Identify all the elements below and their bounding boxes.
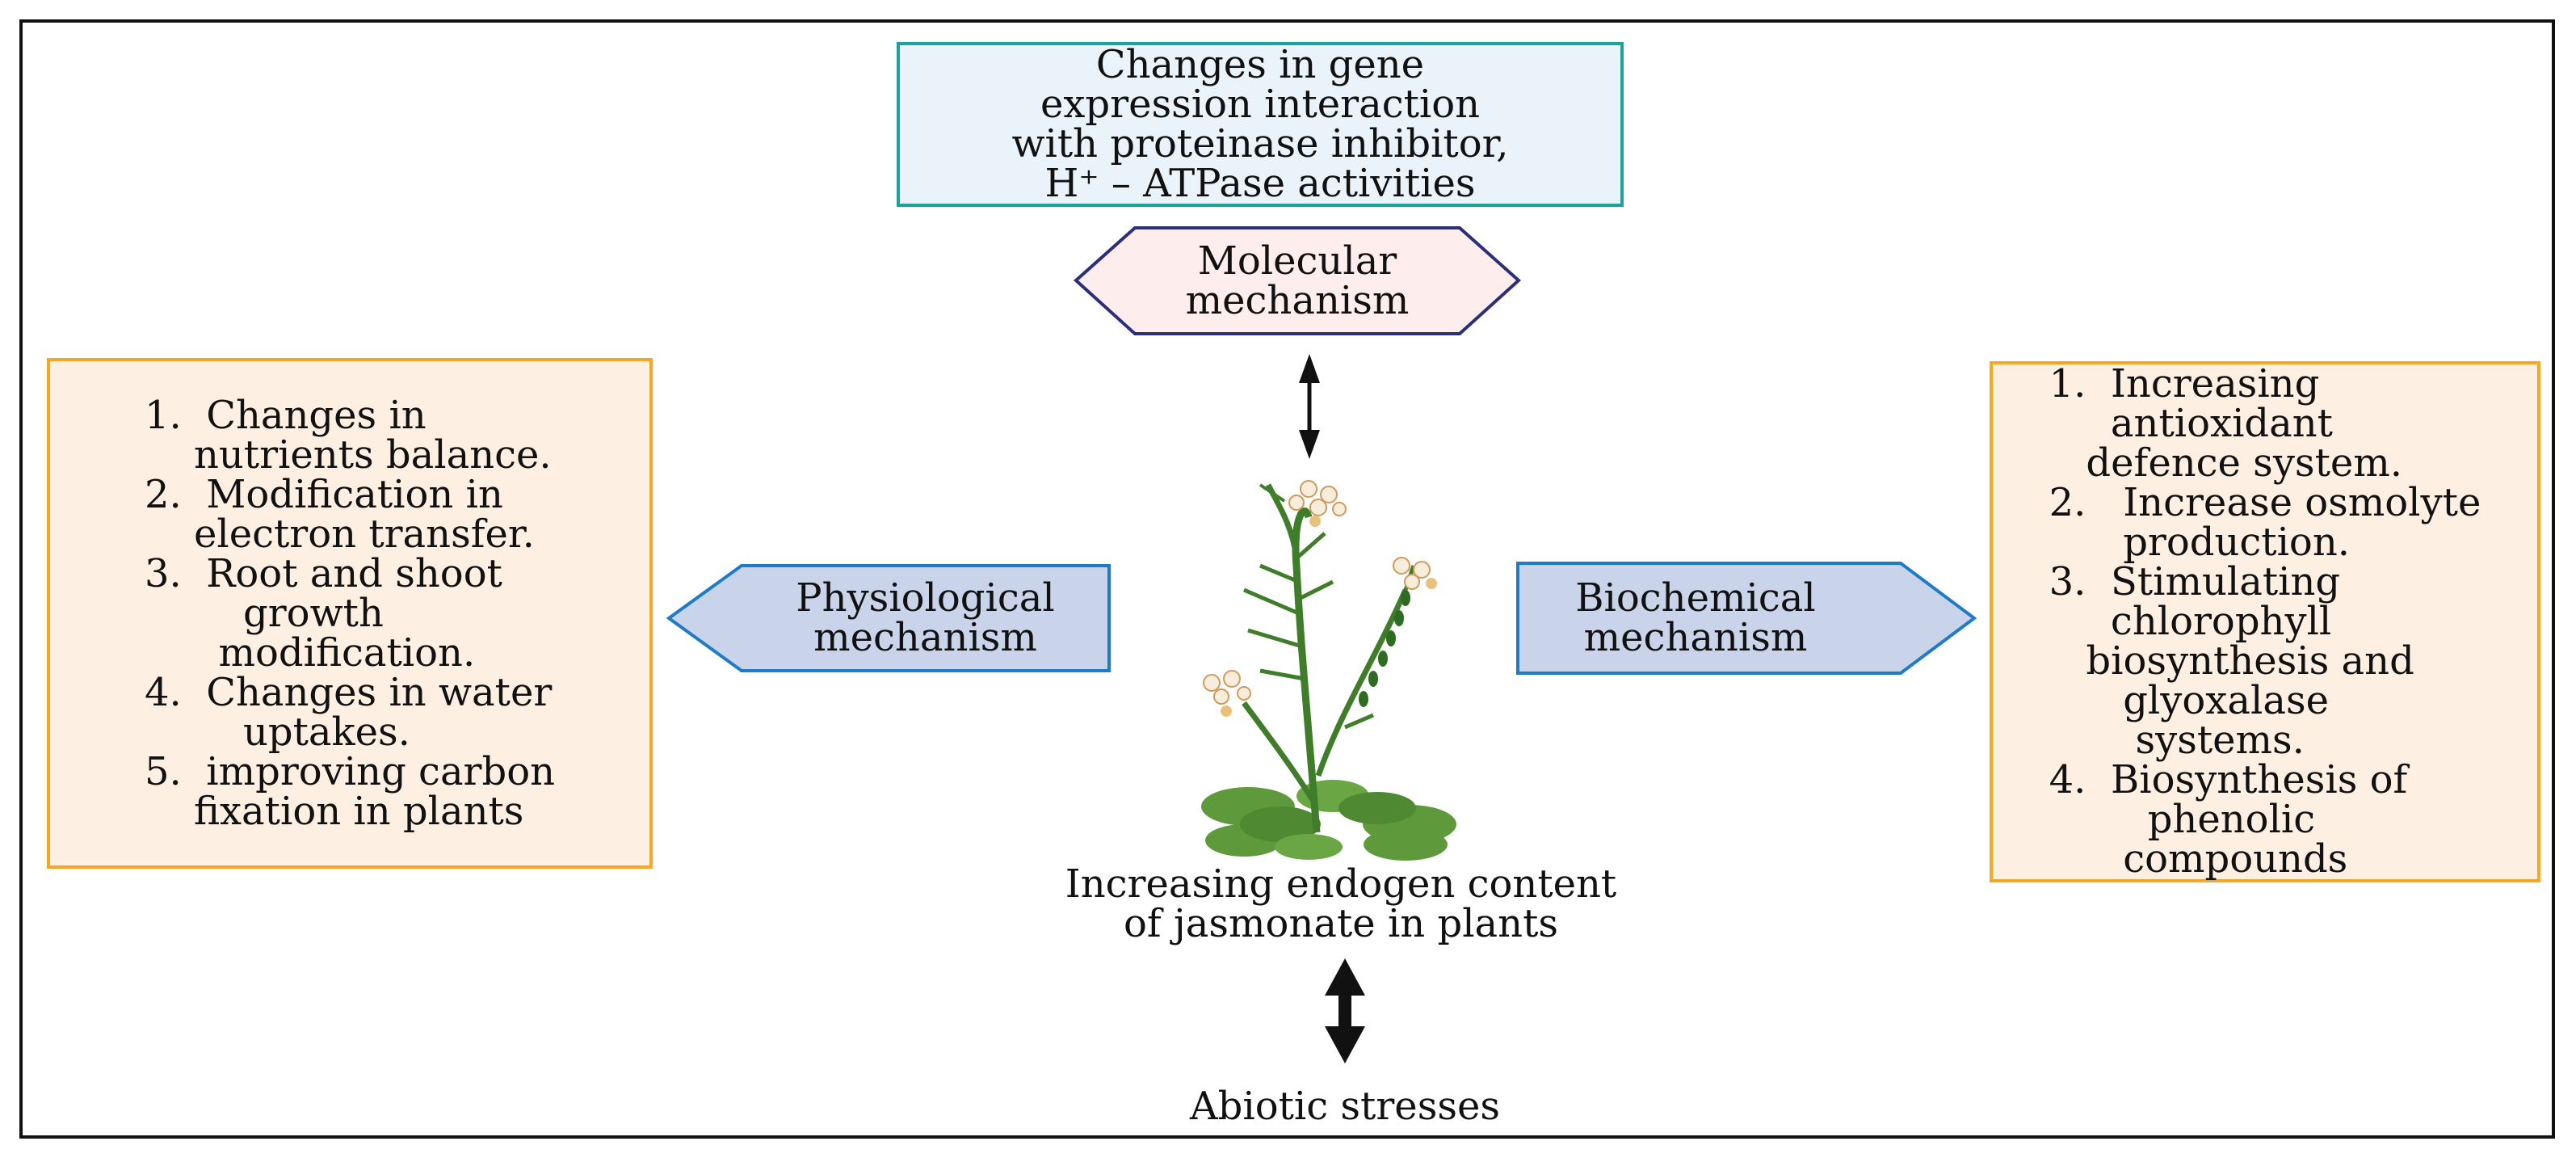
biochemical-effect-line: chlorophyll: [2049, 599, 2332, 644]
abiotic-stresses-label: Abiotic stresses: [1103, 1087, 1587, 1126]
biochemical-label-line: mechanism: [1583, 615, 1808, 660]
molecular-effects-box: Changes in gene expression interaction w…: [897, 42, 1624, 207]
physiological-effect-line: 1. Changes in: [144, 392, 427, 438]
physiological-mechanism-label: Physiological mechanism: [742, 566, 1109, 671]
molecular-effects-line: with proteinase inhibitor,: [1011, 121, 1509, 166]
biochemical-effect-line: 3. Stimulating: [2049, 559, 2341, 604]
biochemical-effect-line: glyoxalase: [2049, 678, 2329, 723]
physiological-label-line: mechanism: [813, 615, 1037, 660]
physiological-effect-line: growth: [144, 590, 384, 636]
physiological-effect-line: uptakes.: [144, 709, 410, 755]
molecular-effects-line: Changes in gene: [1095, 42, 1425, 87]
abiotic-stresses-text: Abiotic stresses: [1190, 1084, 1500, 1129]
molecular-double-arrow: [1299, 354, 1320, 459]
molecular-effects-line: H⁺ – ATPase activities: [1044, 161, 1476, 206]
physiological-label-line: Physiological: [796, 575, 1055, 621]
biochemical-mechanism-shape: [1516, 562, 1977, 675]
diagram-border: [19, 19, 2555, 1139]
molecular-label-line: Molecular: [1197, 238, 1397, 284]
molecular-effects-line: expression interaction: [1040, 82, 1481, 127]
plant-illustration: [1201, 480, 1456, 861]
physiological-effect-line: 5. improving carbon: [144, 748, 556, 794]
stress-double-arrow: [1325, 958, 1365, 1063]
biochemical-mechanism-label: Biochemical mechanism: [1518, 563, 1873, 673]
physiological-effects-list: 1. Changes in nutrients balance. 2. Modi…: [144, 392, 556, 834]
physiological-effect-line: electron transfer.: [144, 511, 535, 557]
biochemical-effect-line: production.: [2049, 520, 2350, 565]
jasmonate-caption-line: of jasmonate in plants: [1123, 901, 1558, 946]
biochemical-effects-list: 1. Increasing antioxidant defence system…: [2049, 364, 2481, 879]
molecular-mechanism-hexagon: [1074, 226, 1521, 335]
biochemical-effect-line: antioxidant: [2049, 401, 2333, 446]
physiological-effect-line: modification.: [144, 630, 476, 676]
physiological-mechanism-shape: [666, 564, 1111, 672]
molecular-label-line: mechanism: [1185, 277, 1410, 323]
biochemical-effect-line: phenolic: [2049, 797, 2316, 842]
jasmonate-caption: Increasing endogen content of jasmonate …: [953, 865, 1729, 944]
physiological-effect-line: fixation in plants: [144, 788, 524, 834]
jasmonate-caption-line: Increasing endogen content: [1065, 861, 1617, 907]
biochemical-effect-line: systems.: [2049, 718, 2305, 763]
biochemical-effect-line: biosynthesis and: [2049, 638, 2414, 684]
physiological-effect-line: 3. Root and shoot: [144, 550, 502, 596]
physiological-effect-line: nutrients balance.: [144, 432, 552, 478]
biochemical-effect-line: defence system.: [2049, 440, 2403, 486]
physiological-effect-line: 2. Modification in: [144, 471, 503, 517]
biochemical-effects-box: 1. Increasing antioxidant defence system…: [1990, 361, 2540, 882]
biochemical-label-line: Biochemical: [1575, 575, 1816, 621]
molecular-mechanism-label: Molecular mechanism: [1135, 228, 1460, 334]
physiological-effects-box: 1. Changes in nutrients balance. 2. Modi…: [47, 358, 653, 869]
biochemical-effect-line: 2. Increase osmolyte: [2049, 480, 2481, 525]
biochemical-effect-line: 4. Biosynthesis of: [2049, 757, 2408, 802]
physiological-effect-line: 4. Changes in water: [144, 669, 553, 715]
biochemical-effect-line: compounds: [2049, 836, 2348, 882]
biochemical-effect-line: 1. Increasing: [2049, 361, 2320, 406]
